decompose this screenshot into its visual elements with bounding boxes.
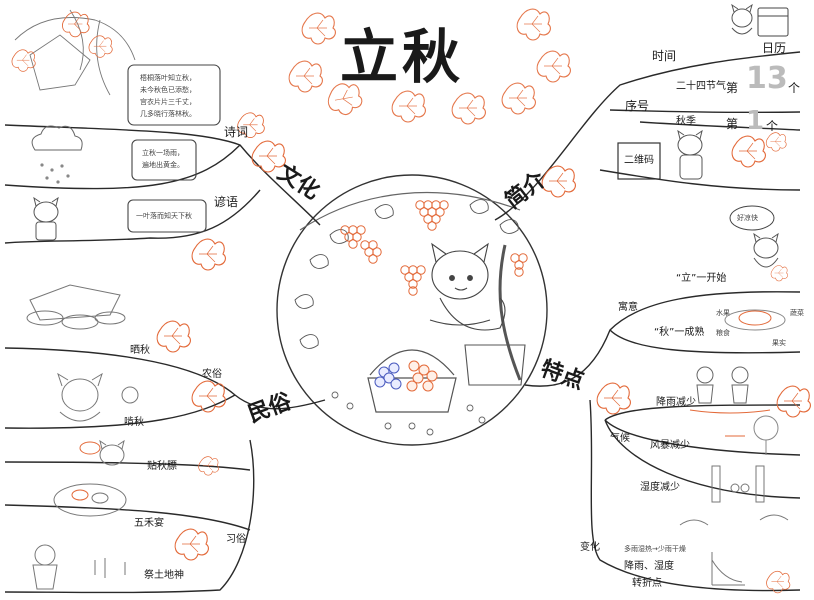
speech-bubble-text: 好凉快	[737, 215, 758, 222]
agri-item-sun-drying: 晒秋	[130, 346, 150, 356]
storm-tree-illustration	[725, 416, 778, 455]
intro-order-label: 序号	[625, 100, 649, 112]
climate-item-1: 降雨减少	[656, 398, 696, 408]
customs-leaves	[157, 321, 225, 560]
food-label-fruit: 水果	[716, 310, 730, 317]
intro-time-label: 时间	[652, 50, 676, 62]
climate-item-2: 风暴减少	[650, 441, 690, 451]
page-title: 立秋	[340, 28, 464, 86]
intro-time-value: 日历	[762, 42, 786, 54]
agri-item-eating-autumn: 啃秋	[124, 418, 144, 428]
habit-customs-label: 习俗	[226, 535, 246, 545]
poem-line-2: 未今秋色已添愁，	[140, 87, 196, 94]
proverb-line-2: 遍地出黄金。	[142, 162, 184, 169]
calendar-icon	[758, 8, 788, 36]
poem-line-4: 几多晓行落林秋。	[140, 111, 196, 118]
culture-proverb-label: 谚语	[214, 196, 238, 208]
intro-leaves	[542, 133, 786, 197]
rain-chart-illustration	[680, 515, 788, 585]
intro-cat-illustration	[732, 5, 752, 34]
meaning-item-2: “秋”一成熟	[654, 328, 704, 338]
meaning-item-1: “立”一开始	[676, 274, 726, 284]
habit-item-autumn-fat: 贴秋膘	[147, 462, 177, 472]
climate-item-3: 湿度减少	[640, 483, 680, 493]
change-note: 多雨湿热→少雨干燥	[624, 546, 686, 553]
features-cat-illustration	[754, 234, 778, 267]
food-label-vegetable: 蔬菜	[790, 310, 804, 317]
autumn-label: 秋季	[676, 117, 696, 127]
eating-autumn-illustration	[58, 374, 138, 421]
agri-customs-label: 农俗	[202, 370, 222, 380]
change-turning-line-2: 转折点	[632, 579, 662, 589]
qr-code-label: 二维码	[624, 156, 654, 166]
proverb-scroll-1	[132, 140, 196, 180]
page-corner-leaves	[767, 571, 790, 593]
qr-cat-illustration	[678, 131, 702, 179]
rain-cloud-illustration	[32, 126, 82, 184]
food-label-grain: 粮食	[716, 330, 730, 337]
change-label: 变化	[580, 543, 600, 553]
proverb-line-1: 立秋一场雨，	[142, 150, 184, 157]
culture-poem-label: 诗词	[224, 126, 248, 138]
humidity-meter-illustration	[712, 466, 764, 502]
autumn-fat-illustration	[80, 441, 124, 465]
meaning-label: 寓意	[618, 303, 638, 313]
solar-term-prefix: 第	[726, 82, 738, 94]
solar-term-unit: 个	[788, 82, 800, 94]
poem-line-3: 宫衣片片三千丈，	[140, 99, 196, 106]
autumn-unit: 个	[766, 120, 778, 132]
climate-label: 气候	[610, 434, 630, 444]
land-god-illustration	[33, 545, 125, 589]
sun-drying-illustration	[27, 285, 125, 329]
change-turning-line-1: 降雨、湿度	[624, 562, 674, 572]
central-illustration	[277, 175, 547, 445]
autumn-prefix: 第	[726, 118, 738, 130]
habit-item-land-god: 祭土地神	[144, 571, 184, 581]
food-label-fruitage: 果实	[772, 340, 786, 347]
five-grain-feast-illustration	[54, 484, 126, 516]
habit-item-five-grain-feast: 五禾宴	[134, 519, 164, 529]
autumn-number: 1	[746, 108, 764, 134]
poem-line-1: 梧桐落叶知立秋，	[140, 75, 196, 82]
solar-term-label: 二十四节气	[676, 82, 726, 92]
proverb-scroll-2-text: 一叶落而知天下秋	[136, 213, 192, 220]
harvest-bowl-illustration	[725, 310, 785, 330]
culture-cat-illustration	[34, 198, 58, 240]
solar-term-number: 13	[746, 64, 788, 94]
